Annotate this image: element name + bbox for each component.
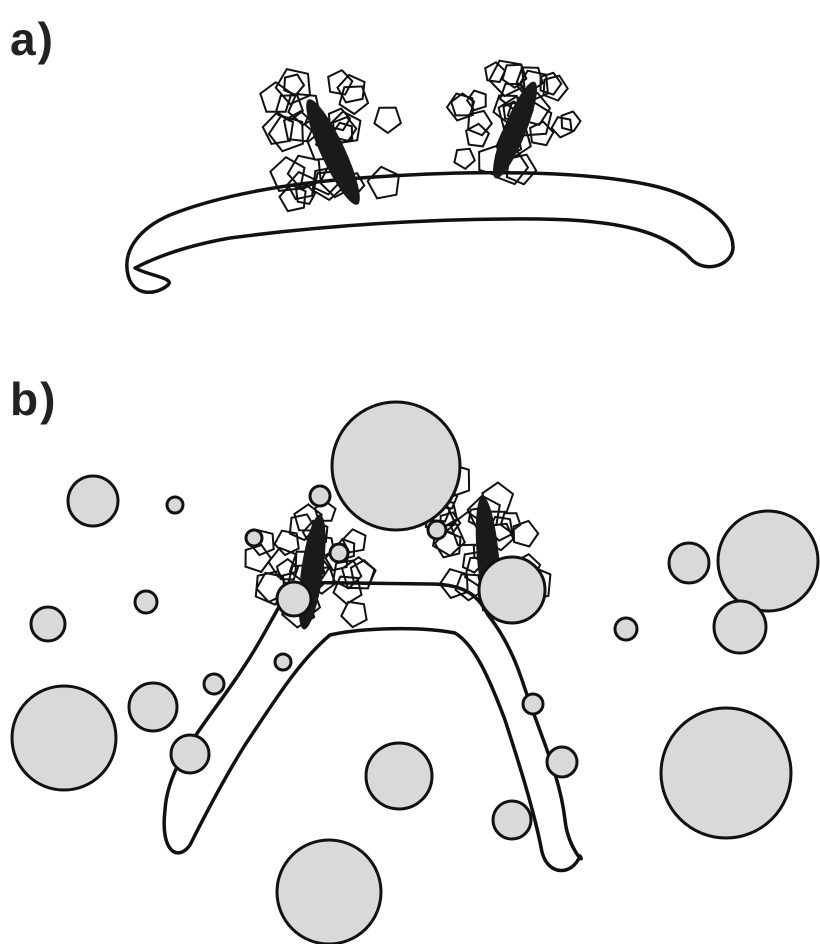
vesicle: [167, 497, 183, 513]
vesicle: [277, 582, 311, 616]
vesicle: [31, 607, 65, 641]
panel-a: [127, 61, 733, 293]
vesicle: [661, 708, 791, 838]
vesicle: [366, 743, 432, 809]
protein-cluster-right: [447, 61, 581, 185]
vesicle: [310, 486, 330, 506]
protein-subunit: [485, 62, 505, 82]
vesicle: [330, 544, 348, 562]
vesicle: [615, 618, 637, 640]
vesicle: [523, 694, 543, 714]
vesicle-field: [12, 402, 818, 944]
protein-subunit: [284, 75, 304, 95]
vesicle: [277, 840, 381, 944]
vesicle: [12, 686, 116, 790]
vesicle: [332, 402, 460, 530]
protein-subunit: [467, 91, 486, 111]
vesicle: [479, 557, 545, 623]
vesicle: [68, 476, 118, 526]
protein-subunit: [514, 521, 539, 547]
panel-b: [12, 402, 818, 944]
vesicle: [718, 511, 818, 611]
protein-subunit: [374, 108, 401, 133]
vesicle: [135, 591, 157, 613]
protein-subunit: [454, 149, 474, 169]
protein-subunit: [246, 545, 272, 572]
protein-core: [485, 78, 544, 183]
vesicle: [669, 543, 709, 583]
vesicle: [547, 747, 577, 777]
vesicle: [428, 521, 446, 539]
vesicle: [171, 735, 209, 773]
vesicle: [246, 530, 262, 546]
vesicle: [204, 674, 224, 694]
vesicle: [275, 654, 291, 670]
vesicle: [714, 601, 766, 653]
membrane-flat: [127, 173, 733, 293]
vesicle: [129, 683, 177, 731]
protein-subunit: [466, 124, 489, 147]
vesicle: [493, 801, 531, 839]
